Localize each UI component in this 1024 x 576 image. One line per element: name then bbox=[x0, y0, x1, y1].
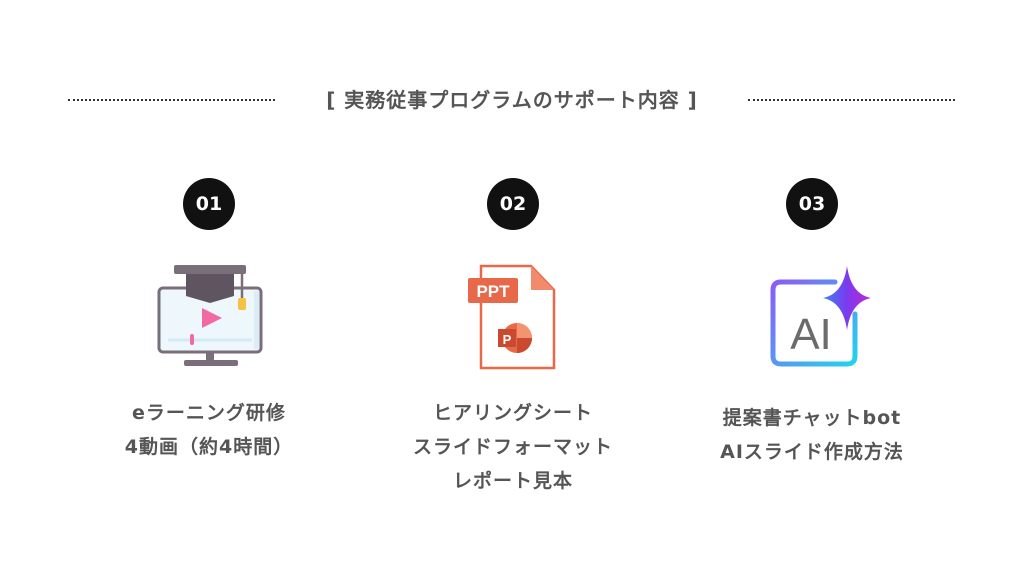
item-line: 4動画（約4時間） bbox=[124, 436, 294, 458]
step-number-badge: 03 bbox=[786, 178, 838, 230]
ai-sparkle-icon: AI bbox=[770, 266, 871, 367]
ppt-badge: P bbox=[503, 332, 512, 347]
step-number-badge: 02 bbox=[487, 178, 539, 230]
video-course-icon bbox=[157, 265, 263, 366]
dotted-divider-right bbox=[748, 99, 955, 101]
section-title: [ 実務従事プログラムのサポート内容 ] bbox=[326, 88, 698, 112]
ppt-file-icon: PPT P bbox=[468, 264, 556, 370]
item-line: 提案書チャットbot bbox=[722, 407, 902, 429]
section-header: [ 実務従事プログラムのサポート内容 ] bbox=[0, 84, 1024, 116]
ppt-label: PPT bbox=[476, 282, 510, 301]
ai-label: AI bbox=[790, 310, 832, 359]
item-line: ヒアリングシート bbox=[432, 402, 593, 424]
item-line: レポート見本 bbox=[452, 470, 573, 492]
item-line: スライドフォーマット bbox=[412, 436, 613, 458]
dotted-divider-left bbox=[68, 99, 275, 101]
step-number-badge: 01 bbox=[183, 178, 235, 230]
item-line: eラーニング研修 bbox=[132, 402, 286, 424]
item-line: AIスライド作成方法 bbox=[720, 441, 904, 463]
